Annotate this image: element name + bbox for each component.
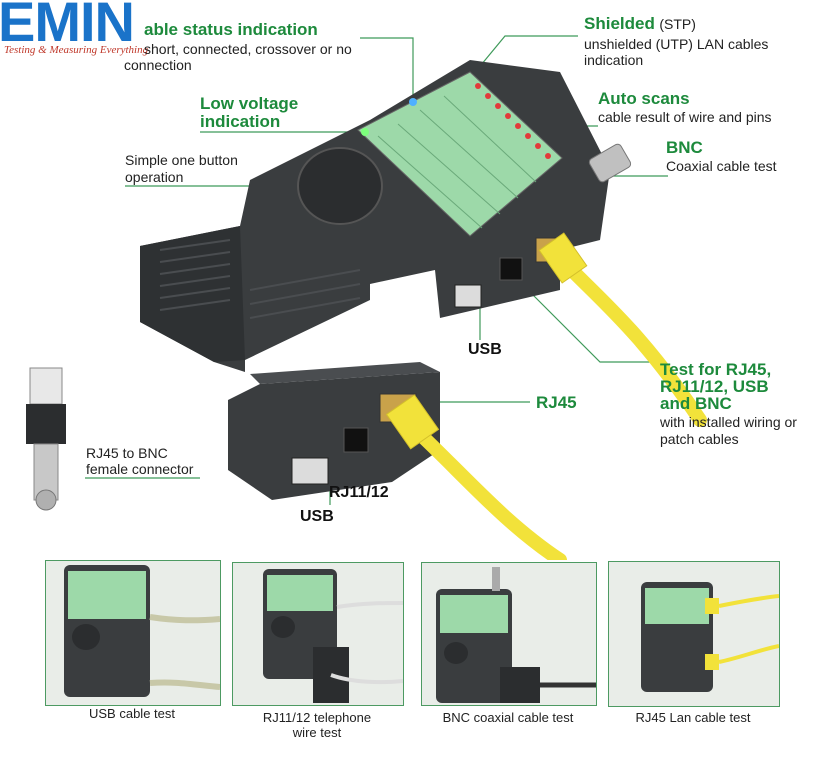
test-for-title2: RJ11/12, USB xyxy=(660,377,769,396)
rj45-bnc-adapter xyxy=(26,367,66,511)
battery-led xyxy=(361,128,369,136)
shielded-text2: indication xyxy=(584,52,644,68)
shielded-text1: unshielded (UTP) LAN cables xyxy=(584,36,769,52)
rj11-port-remote xyxy=(343,427,369,453)
one-button-text2: operation xyxy=(125,169,184,185)
status-led xyxy=(409,98,417,106)
auto-scans-title: Auto scans xyxy=(598,89,690,108)
photo-rj45-test xyxy=(608,561,780,707)
remote-unit xyxy=(228,362,440,500)
low-voltage-title2: indication xyxy=(200,112,281,131)
rj45-bnc-text2: female connector xyxy=(86,461,194,477)
cable-status-text2: connection xyxy=(124,57,192,73)
usb-port-remote xyxy=(291,457,329,485)
emin-tagline: Testing & Measuring Everything xyxy=(4,44,149,56)
rj45-bnc-text1: RJ45 to BNC xyxy=(86,445,168,461)
main-tester-body xyxy=(140,60,632,372)
rj11-port-main xyxy=(499,257,523,281)
photo-usb-test xyxy=(45,560,221,706)
caption-rj11-test-1: RJ11/12 telephone xyxy=(262,710,372,725)
low-voltage-title1: Low voltage xyxy=(200,94,299,113)
cable-status-text1: short, connected, crossover or no xyxy=(144,41,352,57)
caption-usb-test: USB cable test xyxy=(89,706,175,721)
test-for-text2: patch cables xyxy=(660,431,739,447)
shielded-title: Shielded xyxy=(584,14,655,33)
cable-status-title: able status indication xyxy=(144,20,318,39)
rj11-label: RJ11/12 xyxy=(329,484,389,501)
bnc-text: Coaxial cable test xyxy=(666,158,777,174)
test-for-text1: with installed wiring or xyxy=(660,414,797,430)
rj45-label: RJ45 xyxy=(536,393,577,412)
usb-main-label: USB xyxy=(468,341,502,358)
test-button xyxy=(297,147,383,225)
test-for-title1: Test for RJ45, xyxy=(660,360,772,379)
shielded-title-suffix: (STP) xyxy=(659,16,696,32)
bnc-connector xyxy=(588,143,632,183)
caption-rj45-test: RJ45 Lan cable test xyxy=(635,710,751,725)
shielded-heading: Shielded (STP) xyxy=(584,15,696,34)
photo-bnc-test xyxy=(421,562,597,706)
one-button-text1: Simple one button xyxy=(125,152,238,168)
photo-rj11-test xyxy=(232,562,404,706)
caption-rj11-test-2: wire test xyxy=(292,725,342,740)
usb-remote-label: USB xyxy=(300,508,334,525)
bnc-title: BNC xyxy=(666,138,703,157)
caption-bnc-test: BNC coaxial cable test xyxy=(442,710,574,725)
test-for-title3: and BNC xyxy=(660,394,732,413)
emin-logo: EMIN xyxy=(0,0,135,53)
auto-scans-text: cable result of wire and pins xyxy=(598,109,772,125)
tester-illustration xyxy=(26,35,707,560)
usb-port-main xyxy=(454,284,482,308)
